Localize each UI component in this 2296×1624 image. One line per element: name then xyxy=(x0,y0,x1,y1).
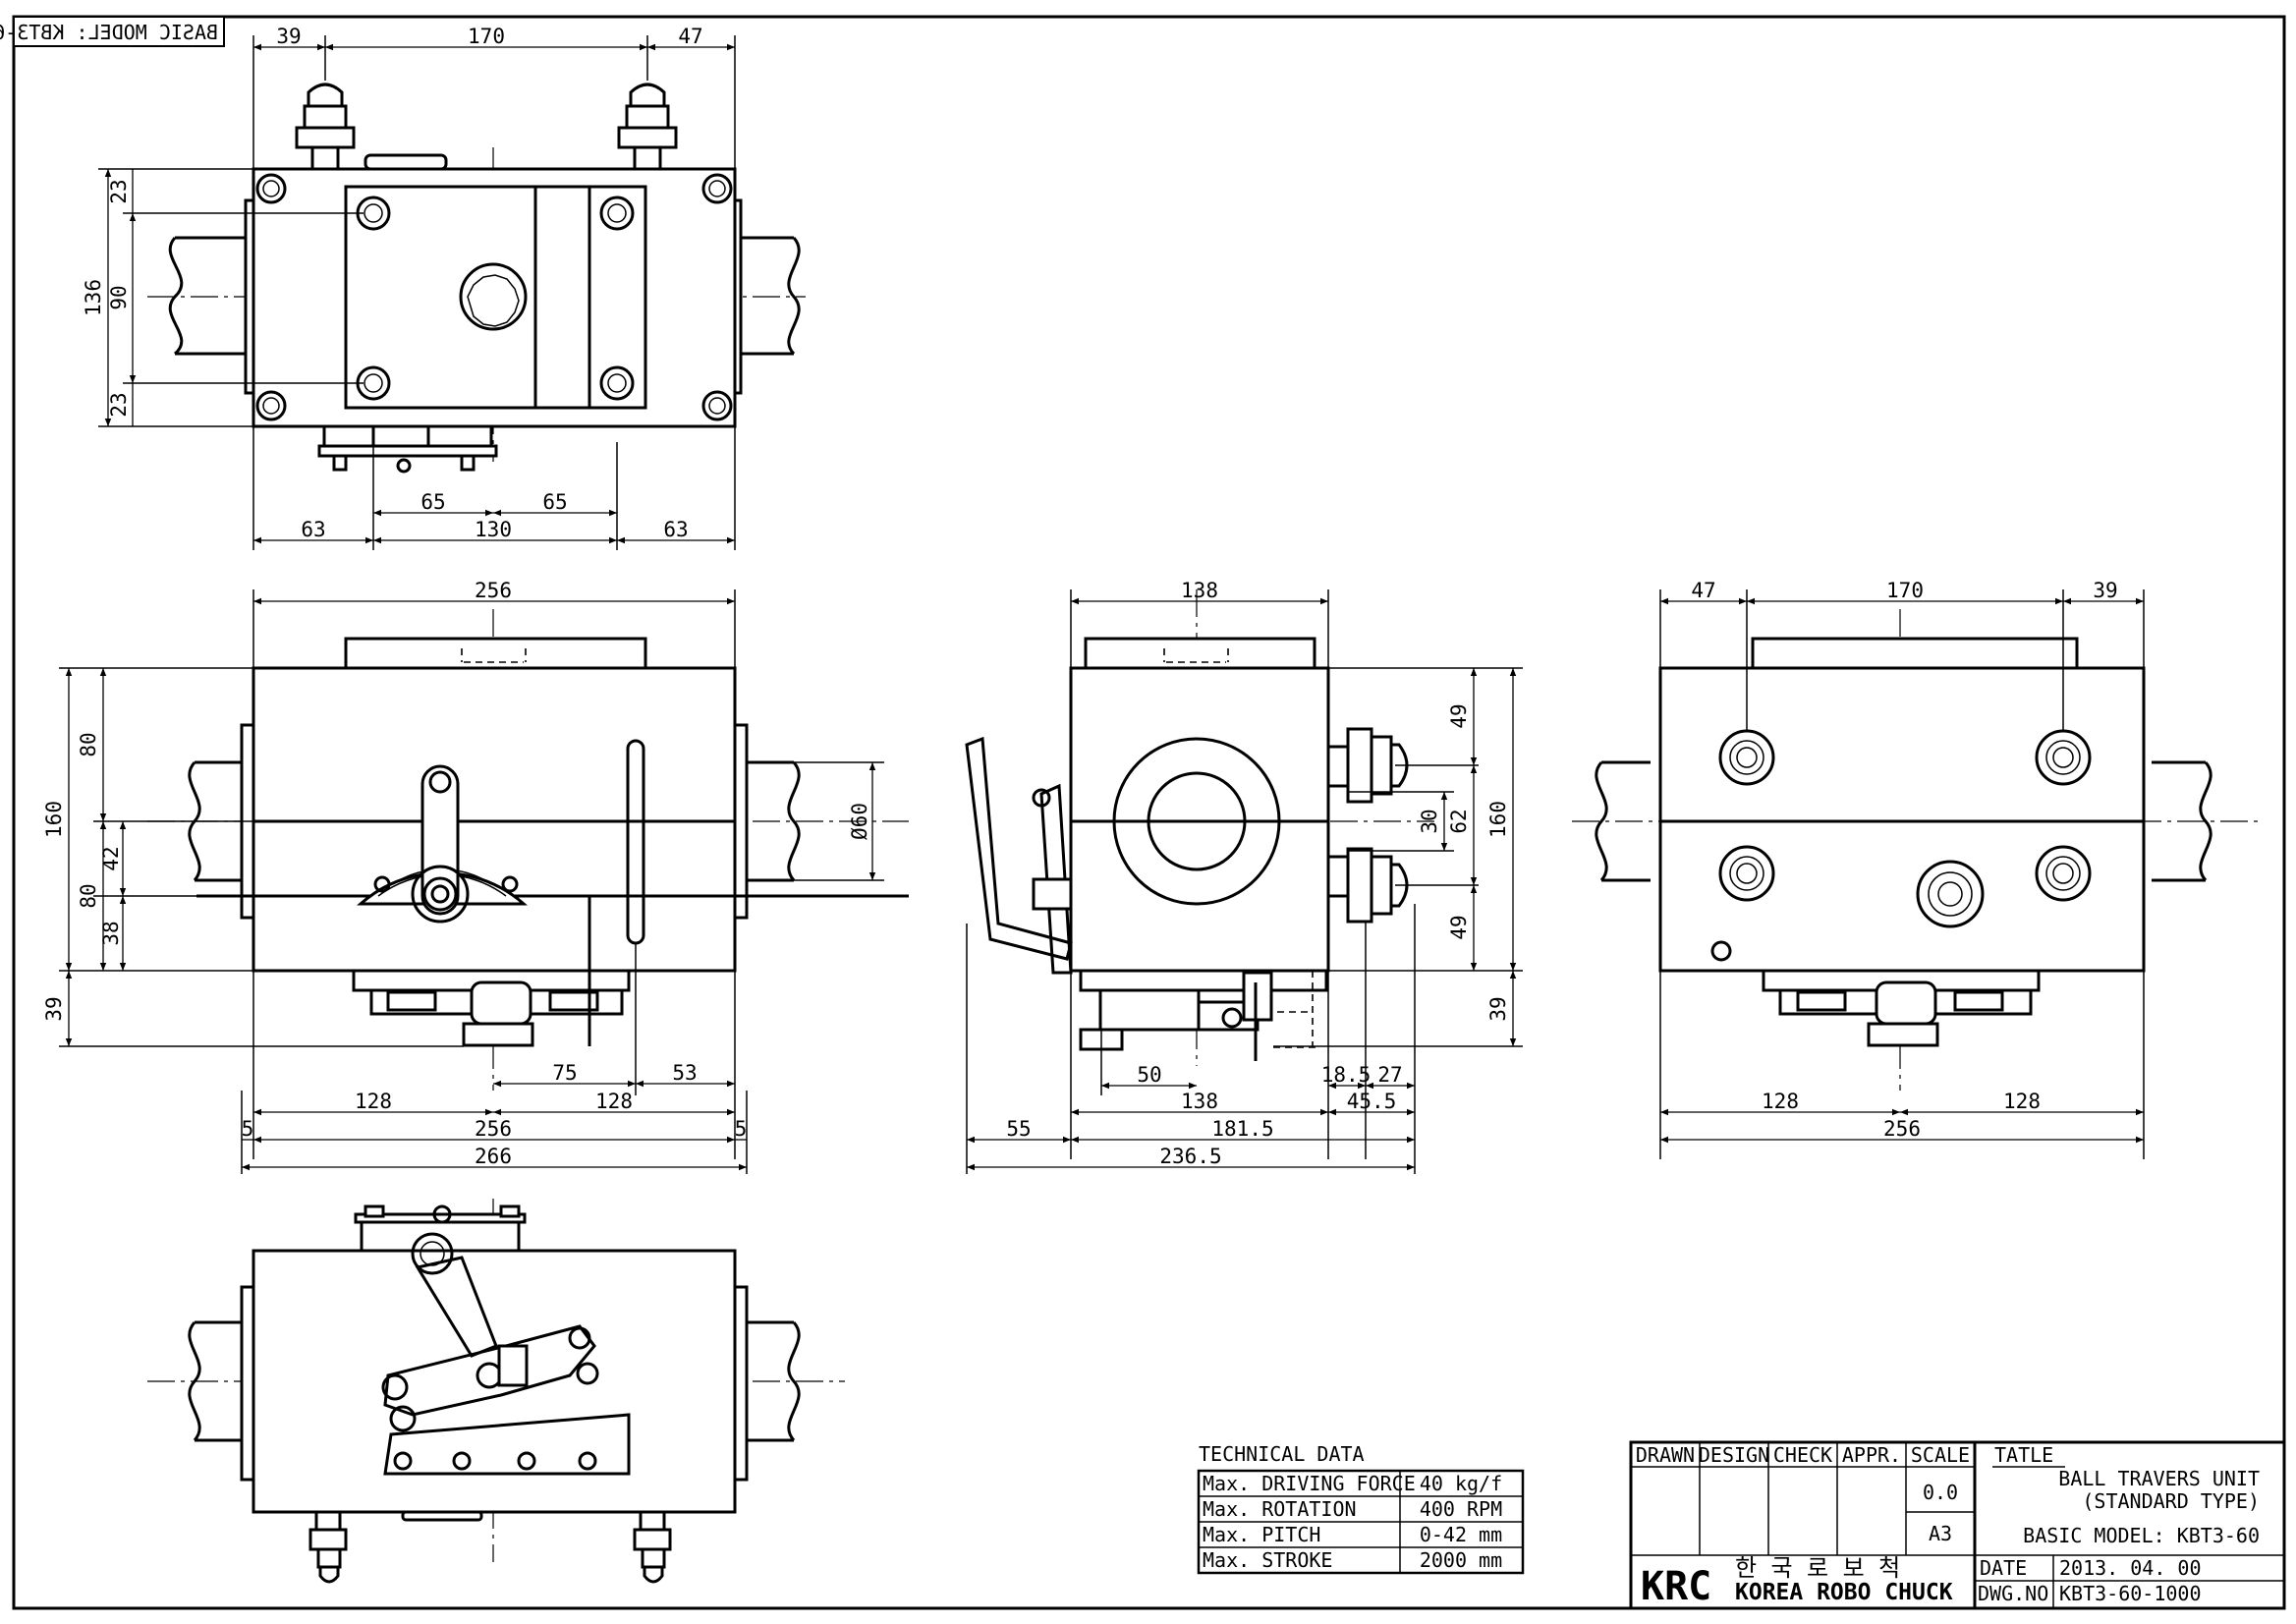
svg-text:128: 128 xyxy=(595,1090,633,1113)
svg-text:63: 63 xyxy=(663,518,688,541)
tech-row-label: Max. STROKE xyxy=(1203,1548,1332,1572)
date-label: DATE xyxy=(1980,1556,2027,1580)
dwgno-value: KBT3-60-1000 xyxy=(2059,1582,2202,1605)
svg-text:23: 23 xyxy=(107,179,131,203)
date-value: 2013. 04. 00 xyxy=(2059,1556,2202,1580)
tech-row-value: 400 RPM xyxy=(1420,1497,1502,1521)
sheet-border xyxy=(12,15,2286,1610)
header-scale: SCALE xyxy=(1911,1443,1970,1467)
svg-text:65: 65 xyxy=(542,490,567,514)
svg-text:Ø60: Ø60 xyxy=(848,803,871,840)
tech-row-label: Max. ROTATION xyxy=(1203,1497,1357,1521)
svg-text:27: 27 xyxy=(1377,1063,1402,1087)
svg-text:18.5: 18.5 xyxy=(1321,1063,1372,1087)
dimension-labels: 39 170 47 136 90 23 23 65 65 63 130 63 2… xyxy=(42,25,2118,1168)
svg-text:39: 39 xyxy=(42,996,66,1021)
svg-text:47: 47 xyxy=(678,25,702,48)
svg-text:53: 53 xyxy=(672,1061,697,1085)
tech-row-label: Max. PITCH xyxy=(1203,1523,1320,1546)
svg-text:45.5: 45.5 xyxy=(1347,1090,1397,1113)
dwgno-label: DWG.NO xyxy=(1978,1582,2048,1605)
svg-text:38: 38 xyxy=(99,921,123,945)
svg-text:49: 49 xyxy=(1447,915,1471,939)
tech-row-label: Max. DRIVING FORCE xyxy=(1203,1472,1416,1495)
scale-value: 0.0 xyxy=(1923,1481,1958,1504)
svg-text:128: 128 xyxy=(1762,1090,1799,1113)
svg-text:39: 39 xyxy=(276,25,301,48)
svg-text:236.5: 236.5 xyxy=(1159,1145,1221,1168)
svg-text:256: 256 xyxy=(475,1117,512,1141)
tech-row-value: 40 kg/f xyxy=(1420,1472,1502,1495)
svg-text:80: 80 xyxy=(77,732,100,756)
bottom-view xyxy=(147,1199,845,1584)
tech-row-value: 0-42 mm xyxy=(1420,1523,1502,1546)
header-design: DESIGN xyxy=(1699,1443,1769,1467)
svg-text:80: 80 xyxy=(77,883,100,908)
svg-text:39: 39 xyxy=(2093,579,2117,602)
svg-text:5: 5 xyxy=(242,1117,254,1141)
technical-data-table: TECHNICAL DATA Max. DRIVING FORCE 40 kg/… xyxy=(1197,1442,1525,1575)
technical-data-title: TECHNICAL DATA xyxy=(1199,1442,1365,1466)
svg-text:170: 170 xyxy=(1886,579,1924,602)
svg-text:39: 39 xyxy=(1486,996,1510,1021)
svg-text:BASIC MODEL: KBT3-60: BASIC MODEL: KBT3-60 xyxy=(0,21,218,44)
header-check: CHECK xyxy=(1773,1443,1832,1467)
svg-text:23: 23 xyxy=(107,392,131,417)
svg-text:62: 62 xyxy=(1447,809,1471,833)
svg-text:170: 170 xyxy=(468,25,505,48)
title-block: DRAWN DESIGN CHECK APPR. SCALE 0.0 A3 TA… xyxy=(1629,1440,2286,1610)
svg-text:130: 130 xyxy=(475,518,512,541)
svg-text:256: 256 xyxy=(475,579,512,602)
svg-text:138: 138 xyxy=(1181,579,1218,602)
basic-model: BASIC MODEL: KBT3-60 xyxy=(2023,1524,2260,1547)
svg-text:63: 63 xyxy=(301,518,325,541)
tatle-label: TATLE xyxy=(1994,1443,2053,1467)
svg-text:49: 49 xyxy=(1447,703,1471,728)
svg-text:136: 136 xyxy=(82,279,105,316)
svg-text:266: 266 xyxy=(475,1145,512,1168)
svg-text:5: 5 xyxy=(735,1117,748,1141)
front-view xyxy=(147,609,909,1091)
sheet-size: A3 xyxy=(1929,1522,1952,1545)
svg-text:138: 138 xyxy=(1181,1090,1218,1113)
dimension-lines xyxy=(59,35,2145,1174)
svg-text:128: 128 xyxy=(355,1090,392,1113)
svg-text:181.5: 181.5 xyxy=(1211,1117,1273,1141)
header-appr: APPR. xyxy=(1842,1443,1901,1467)
drawing-subtitle: (STANDARD TYPE) xyxy=(2082,1489,2260,1513)
svg-text:50: 50 xyxy=(1137,1063,1161,1087)
basic-model-stamp: BASIC MODEL: KBT3-60 xyxy=(0,16,225,47)
rear-view xyxy=(1572,609,2260,1091)
company-korean: 한 국 로 보 척 xyxy=(1735,1554,1900,1582)
svg-text:42: 42 xyxy=(99,846,123,870)
top-view xyxy=(147,83,806,474)
svg-text:128: 128 xyxy=(2003,1090,2041,1113)
drawing-title: BALL TRAVERS UNIT xyxy=(2058,1467,2260,1490)
krc-logo: KRC xyxy=(1641,1564,1711,1609)
tech-row-value: 2000 mm xyxy=(1420,1548,1502,1572)
svg-text:75: 75 xyxy=(552,1061,577,1085)
svg-text:90: 90 xyxy=(107,285,131,309)
svg-text:47: 47 xyxy=(1691,579,1715,602)
company-english: KOREA ROBO CHUCK xyxy=(1735,1580,1953,1605)
svg-text:30: 30 xyxy=(1418,809,1441,833)
svg-text:160: 160 xyxy=(1486,801,1510,838)
svg-text:160: 160 xyxy=(42,801,66,838)
svg-text:55: 55 xyxy=(1006,1117,1031,1141)
svg-text:65: 65 xyxy=(420,490,445,514)
svg-text:256: 256 xyxy=(1883,1117,1921,1141)
header-drawn: DRAWN xyxy=(1636,1443,1695,1467)
side-view xyxy=(965,589,1434,1066)
